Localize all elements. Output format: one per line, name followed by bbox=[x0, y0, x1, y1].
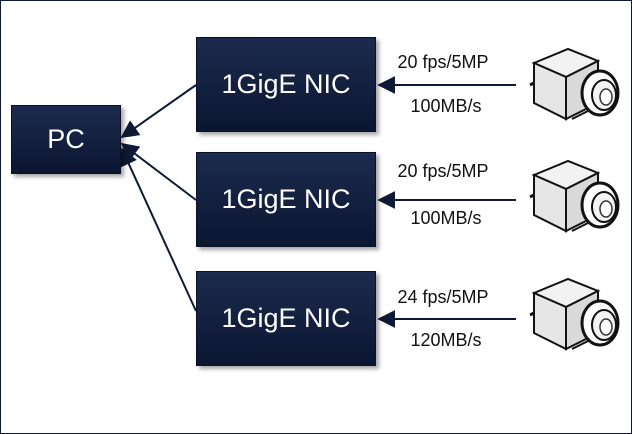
nic1-to-pc-arrow bbox=[120, 84, 197, 139]
nic-label: 1GigE NIC bbox=[221, 69, 351, 99]
nic-label: 1GigE NIC bbox=[221, 184, 351, 214]
pc-label: PC bbox=[47, 124, 85, 154]
camera-icon bbox=[529, 47, 620, 121]
nic-box-2: 1GigE NIC bbox=[196, 152, 376, 247]
bandwidth-label-2: 100MB/s bbox=[410, 208, 482, 228]
rate-label-1: 20 fps/5MP bbox=[397, 52, 489, 72]
nic-box-3: 1GigE NIC bbox=[196, 271, 376, 366]
bandwidth-label-3: 120MB/s bbox=[410, 330, 482, 350]
bandwidth-label-1: 100MB/s bbox=[410, 96, 482, 116]
nic3-to-pc-arrow bbox=[120, 147, 197, 312]
camera-icon bbox=[529, 159, 620, 233]
pc-box: PC bbox=[11, 105, 121, 174]
camera-icon bbox=[529, 277, 620, 351]
rate-label-3: 24 fps/5MP bbox=[397, 287, 489, 307]
nic-label: 1GigE NIC bbox=[221, 303, 351, 333]
nic-box-1: 1GigE NIC bbox=[196, 37, 376, 132]
rate-label-2: 20 fps/5MP bbox=[397, 161, 489, 181]
